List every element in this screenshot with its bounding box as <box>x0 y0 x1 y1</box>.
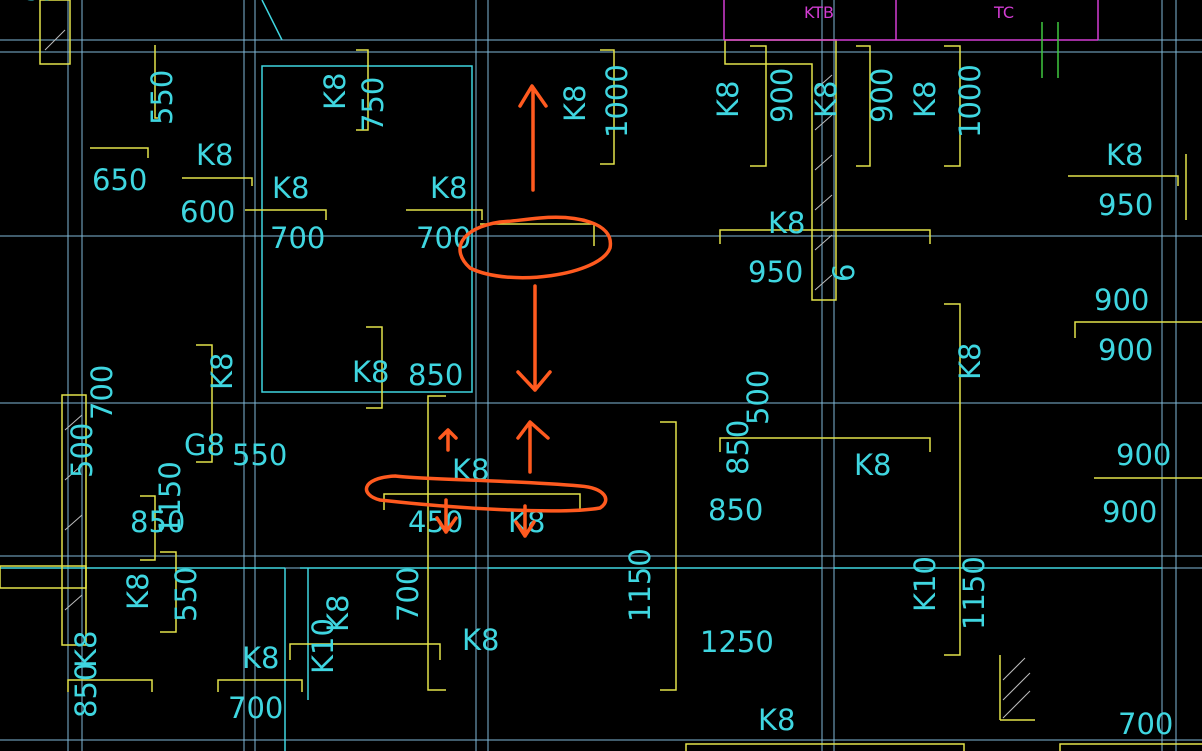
dimension-label: 900 <box>865 68 899 123</box>
dimension-label: 850 <box>130 505 185 539</box>
dimension-label: 900 <box>1116 438 1171 472</box>
dimension-label: K8 <box>205 353 239 390</box>
dimension-label: 700 <box>391 567 425 622</box>
dimension-label: K8 <box>121 573 155 610</box>
dimension-label: 900 <box>1094 283 1149 317</box>
dimension-label: 850 <box>408 358 463 392</box>
dimension-label: 1150 <box>957 556 991 630</box>
dimension-label: 900 <box>1098 333 1153 367</box>
dimension-label: 1250 <box>700 625 774 659</box>
dimension-label: 1000 <box>953 64 987 138</box>
dimension-label: K8 <box>758 703 795 737</box>
dimension-label: 850 <box>721 420 755 475</box>
arrow-up-left <box>438 428 458 452</box>
dimension-label: N8 <box>0 0 40 7</box>
dimension-label: K8 <box>352 355 389 389</box>
dimension-label: 6 <box>827 264 861 282</box>
dimension-label: K8 <box>242 641 279 675</box>
green-marks <box>1041 22 1059 78</box>
dimension-label: 550 <box>145 70 179 125</box>
dimension-label: 950 <box>748 255 803 289</box>
arrow-down-middle <box>516 284 552 392</box>
arrow-down-right <box>514 504 536 538</box>
dimension-label: 850 <box>69 663 103 718</box>
dimension-label: K8 <box>1106 138 1143 172</box>
dimension-label: K8 <box>318 73 352 110</box>
dimension-label: 500 <box>65 423 99 478</box>
dimension-label: K8 <box>69 631 103 668</box>
ellipse-annotation-top <box>458 215 613 280</box>
magenta-header <box>723 0 1099 41</box>
dimension-label: K10 <box>0 0 56 7</box>
dimension-label: K8 <box>272 171 309 205</box>
dimension-label: 550 <box>169 567 203 622</box>
dimension-label: 550 <box>232 438 287 472</box>
dimension-label: 700 <box>228 691 283 725</box>
arrow-up-top <box>518 84 548 192</box>
dimension-label: K8 <box>321 595 355 632</box>
dimension-label: K8 <box>768 206 805 240</box>
dimension-label: K8 <box>462 623 499 657</box>
dimension-label: K10 <box>306 618 340 674</box>
dimension-label: K8 <box>430 171 467 205</box>
dimension-label: K8 <box>908 81 942 118</box>
dimension-label: 700 <box>270 221 325 255</box>
dimension-label: 700 <box>85 365 119 420</box>
ellipse-annotation-bottom <box>364 474 608 513</box>
dimension-label: K8 <box>711 81 745 118</box>
arrow-up-right <box>516 420 550 474</box>
tc-label: TC <box>993 3 1014 22</box>
orange-annotations <box>364 84 613 538</box>
dimension-label: K8 <box>854 448 891 482</box>
arrow-down-left <box>435 498 458 534</box>
dimension-label: 600 <box>180 195 235 229</box>
dimension-label: 1000 <box>600 64 634 138</box>
dimension-label: 650 <box>92 163 147 197</box>
dimension-label: 1150 <box>153 461 187 535</box>
dimension-label: K8 <box>1200 173 1202 207</box>
dimension-label: K8 <box>558 85 592 122</box>
dimension-label: 850 <box>708 493 763 527</box>
dimension-label: 1150 <box>623 548 657 622</box>
column-hatch <box>44 29 1031 719</box>
dimension-label: 750 <box>356 77 390 132</box>
dimension-label: 500 <box>741 370 775 425</box>
dimension-label: 900 <box>765 68 799 123</box>
dimension-label: 700 <box>1118 707 1173 741</box>
room-outlines <box>0 0 1162 751</box>
dimension-label: K10 <box>908 556 942 612</box>
dimension-label: K8 <box>809 81 843 118</box>
dimension-label: 950 <box>1098 188 1153 222</box>
dimension-label: 900 <box>1102 495 1157 529</box>
dimension-label: G8 <box>184 428 225 462</box>
ktb-label: KTB <box>804 3 834 22</box>
dimension-label: K8 <box>196 138 233 172</box>
dimension-label: K8 <box>953 343 987 380</box>
